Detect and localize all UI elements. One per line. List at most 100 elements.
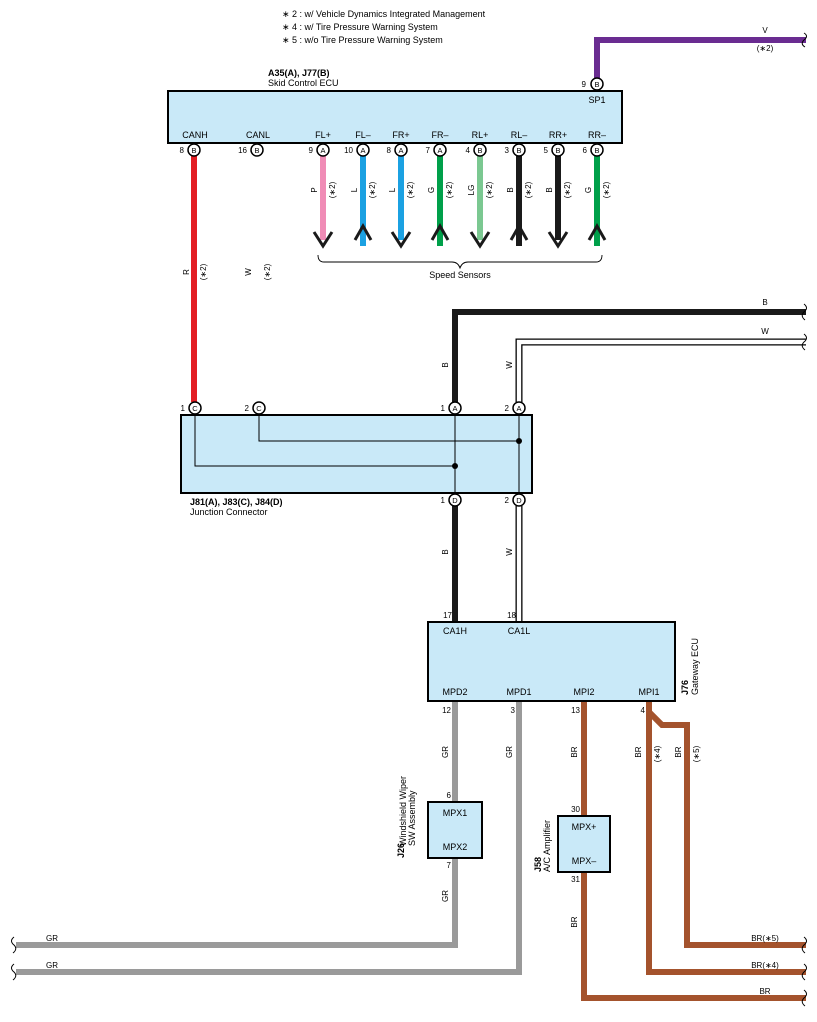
wire-note-v: (∗2) (757, 44, 774, 53)
break-mark-br4 (801, 963, 807, 981)
skid-ecu-sp1-label: SP1 (588, 95, 605, 105)
wire-label-gr-1: GR (46, 934, 58, 943)
junction-connector: J81(A), J83(C), J84(D) Junction Connecto… (180, 414, 533, 517)
wiper-label-mpx1: MPX1 (443, 808, 468, 818)
notes: ∗ 2 : w/ Vehicle Dynamics Integrated Man… (282, 9, 486, 45)
pin-conn-fr-minus: A (437, 146, 442, 155)
wire-label-j-a2: W (505, 361, 514, 369)
pin-marker-rl-plus (473, 143, 487, 157)
ac-amplifier: MPX+ MPX– J58 A/C Amplifier (533, 815, 611, 873)
wire-label-right-w: W (761, 327, 769, 336)
break-mark-gr1 (11, 936, 17, 954)
skid-pin-label-fl-minus: FL– (355, 130, 371, 140)
wire-j-a1-b (452, 309, 806, 402)
pin-num-rl-minus: 3 (505, 146, 510, 155)
wire-label-fl-plus: P (310, 187, 319, 192)
wire-j-a2-w (516, 339, 806, 402)
pin-num-gw-17: 17 (443, 611, 452, 620)
amp-code: J58 (533, 857, 543, 872)
skid-pin-label-rl-minus: RL– (511, 130, 528, 140)
break-mark-v (801, 32, 807, 48)
break-mark-w (801, 333, 807, 351)
pin-num-fl-minus: 10 (344, 146, 353, 155)
wire-note-rl-minus: (∗2) (524, 181, 533, 198)
pin-conn-fl-plus: A (320, 146, 325, 155)
pin-marker-canh (187, 143, 201, 157)
skid-pin-label-rr-plus: RR+ (549, 130, 567, 140)
gateway-label-mpi1: MPI1 (638, 687, 659, 697)
pin-conn-fr-plus: A (398, 146, 403, 155)
note-2: ∗ 2 : w/ Vehicle Dynamics Integrated Man… (282, 9, 486, 19)
pin-conn-rr-plus: B (555, 146, 560, 155)
wiper-name-1: Windshield Wiper (398, 776, 408, 846)
junction-top-pins: C 1 C 2 A 1 A 2 (181, 401, 526, 415)
pin-conn-canh: B (191, 146, 196, 155)
junction-name: Junction Connector (190, 507, 268, 517)
pin-marker-j-c1 (188, 401, 202, 415)
pin-marker-j-d1 (448, 493, 462, 507)
wire-j-a2-w-outline (515, 338, 806, 402)
skid-pin-label-canh: CANH (182, 130, 208, 140)
arrow-down-fr-plus (390, 231, 412, 249)
break-mark-br5 (801, 936, 807, 954)
skid-bottom-pins: B 8 B 16 A 9 A 10 A 8 A 7 B 4 B 3 B (180, 143, 604, 157)
wire-note-rr-minus: (∗2) (602, 181, 611, 198)
pin-num-wiper-7: 7 (447, 861, 452, 870)
wires (16, 37, 806, 1001)
wiper-switch: MPX1 MPX2 J26 Windshield Wiper SW Assemb… (396, 776, 483, 859)
wire-mpd1-gr (16, 702, 522, 975)
wire-sp1-v (594, 37, 806, 80)
gateway-label-ca1h: CA1H (443, 626, 467, 636)
pin-num-gw-18: 18 (507, 611, 516, 620)
speed-sensors-label: Speed Sensors (429, 270, 491, 280)
pin-marker-j-d2 (512, 493, 526, 507)
arrow-down-rr-plus (547, 231, 569, 249)
wire-label-right-b: B (762, 298, 767, 307)
wire-note-mpi1-a: (∗4) (653, 745, 662, 762)
junction-splice-h (452, 463, 458, 469)
amp-label-mpx-plus: MPX+ (572, 822, 597, 832)
wire-note-fl-plus: (∗2) (328, 181, 337, 198)
wire-label-mpd1: GR (505, 746, 514, 758)
wire-label-rr-minus: G (584, 187, 593, 193)
pin-num-amp-31: 31 (571, 875, 580, 884)
pin-marker-fl-plus (316, 143, 330, 157)
wire-mpi1-br4 (646, 702, 806, 975)
pin-marker-j-c2 (252, 401, 266, 415)
break-marks (11, 32, 807, 1007)
wire-label-br: BR (759, 987, 770, 996)
pin-num-fr-minus: 7 (426, 146, 431, 155)
gateway-code: J76 (680, 680, 690, 695)
wire-note-fl-minus: (∗2) (368, 181, 377, 198)
wire-note-fr-plus: (∗2) (406, 181, 415, 198)
gateway-label-mpd1: MPD1 (506, 687, 531, 697)
wire-label-v: V (762, 26, 768, 35)
wire-note-rl-plus: (∗2) (485, 181, 494, 198)
pin-marker-sp1 (590, 77, 604, 91)
pin-marker-canl (250, 143, 264, 157)
wire-note-mpi1-b: (∗5) (692, 745, 701, 762)
pin-marker-j-a2 (512, 401, 526, 415)
pin-conn-j-a2: A (516, 404, 521, 413)
break-mark-b (801, 303, 807, 321)
wire-label-rl-minus: B (506, 187, 515, 192)
pin-num-gw-4: 4 (641, 706, 646, 715)
pin-conn-rl-plus: B (477, 146, 482, 155)
wire-note-canh: (∗2) (199, 263, 208, 280)
speed-sensors-brace (317, 254, 603, 270)
arrow-up-rr-minus (587, 222, 607, 241)
pin-num-fr-plus: 8 (387, 146, 392, 155)
pin-conn-j-a1: A (452, 404, 457, 413)
arrow-down-rl-plus (469, 231, 491, 249)
wire-label-fr-plus: L (388, 187, 397, 192)
pin-num-canl: 16 (238, 146, 247, 155)
pin-conn-j-c2: C (256, 404, 262, 413)
pin-marker-fr-plus (394, 143, 408, 157)
pin-markers: B 9 B 8 B 16 A 9 A 10 A 8 A 7 B 4 (180, 77, 604, 507)
wiper-name-2: SW Assembly (407, 790, 417, 846)
break-mark-gr2 (11, 963, 17, 981)
arrow-up-fl-minus (353, 222, 373, 241)
pin-marker-rl-minus (512, 143, 526, 157)
pin-num-canh: 8 (180, 146, 185, 155)
